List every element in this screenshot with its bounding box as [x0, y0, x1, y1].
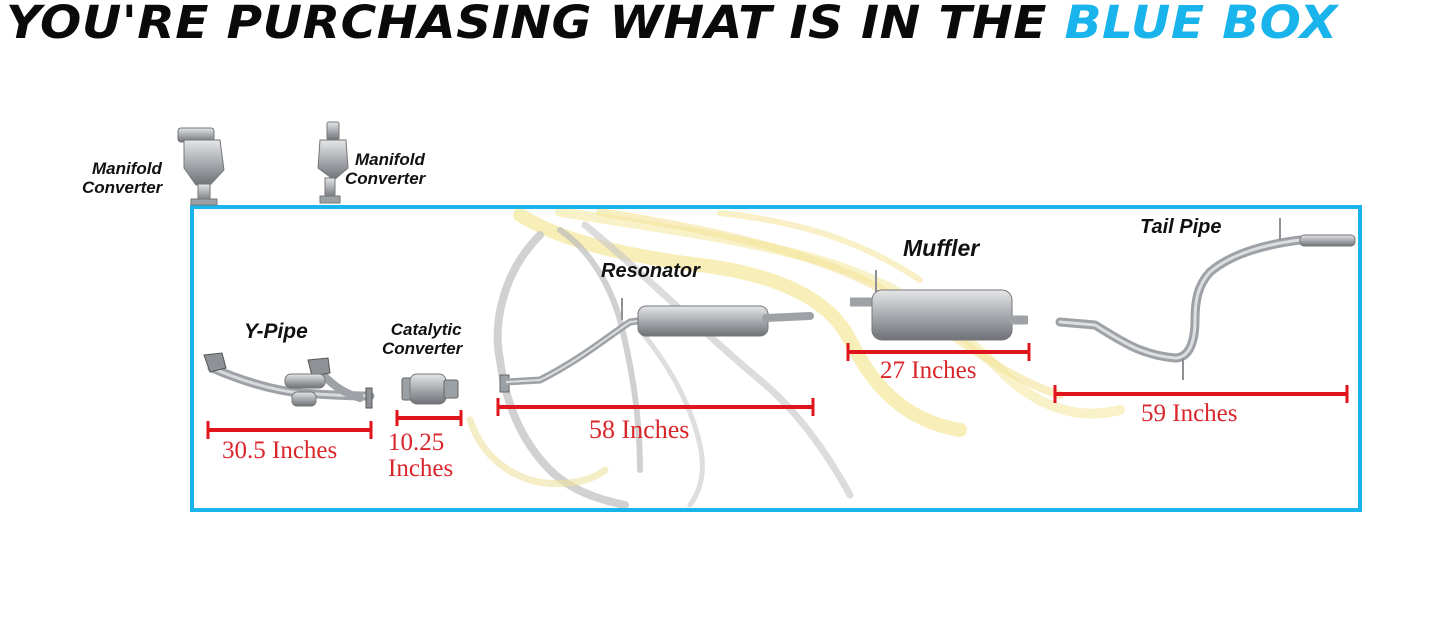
resonator-label: Resonator [601, 260, 700, 282]
horse-watermark [466, 207, 1125, 509]
resonator-image [499, 298, 814, 393]
catalytic-converter-label-line1: Catalytic [390, 320, 462, 339]
muffler-label: Muffler [903, 235, 980, 261]
manifold-converter-1-label-line2: Converter [82, 177, 163, 197]
manifold-converter-1-label-line1: Manifold [92, 159, 162, 178]
y-pipe-label: Y-Pipe [244, 320, 308, 343]
tail-pipe-dimension-bar [1053, 385, 1349, 403]
muffler-dimension: 27 Inches [880, 357, 977, 384]
blue-box [190, 205, 1362, 512]
manifold-converter-1-image [177, 127, 225, 206]
headline: YOU'RE PURCHASING WHAT IS IN THE BLUE BO… [6, 0, 1338, 52]
tail-pipe-image [1055, 218, 1356, 380]
headline-highlight: BLUE BOX [1064, 0, 1338, 49]
tail-pipe-label: Tail Pipe [1140, 216, 1222, 238]
muffler-image [850, 270, 1028, 341]
catalytic-converter-image [401, 373, 459, 405]
dimension-bars [206, 343, 1349, 439]
catalytic-converter-dimension: 10.25 Inches [388, 429, 454, 483]
resonator-dimension: 58 Inches [589, 415, 690, 444]
headline-prefix: YOU'RE PURCHASING WHAT IS IN THE [6, 0, 1048, 49]
manifold-converter-2-image [317, 121, 349, 204]
muffler-dimension-bar [846, 343, 1031, 361]
catalytic-converter-dimension-line2: Inches [388, 455, 454, 483]
y-pipe-dimension: 30.5 Inches [222, 437, 338, 464]
y-pipe-dimension-bar [206, 421, 373, 439]
catalytic-converter-label-line2: Converter [382, 338, 463, 358]
catalytic-converter-dimension-bar [395, 410, 463, 426]
catalytic-converter-label: Catalytic Converter [382, 320, 462, 358]
y-pipe-image [203, 352, 375, 409]
tail-pipe-dimension: 59 Inches [1141, 400, 1238, 427]
manifold-converter-2-label-line1: Manifold [355, 150, 425, 169]
catalytic-converter-dimension-line1: 10.25 [388, 429, 445, 456]
manifold-converter-2-label-line2: Converter [345, 168, 426, 188]
resonator-dimension-bar [496, 398, 815, 416]
manifold-converter-2-label: Manifold Converter [345, 150, 425, 188]
manifold-converter-1-label: Manifold Converter [82, 159, 162, 197]
